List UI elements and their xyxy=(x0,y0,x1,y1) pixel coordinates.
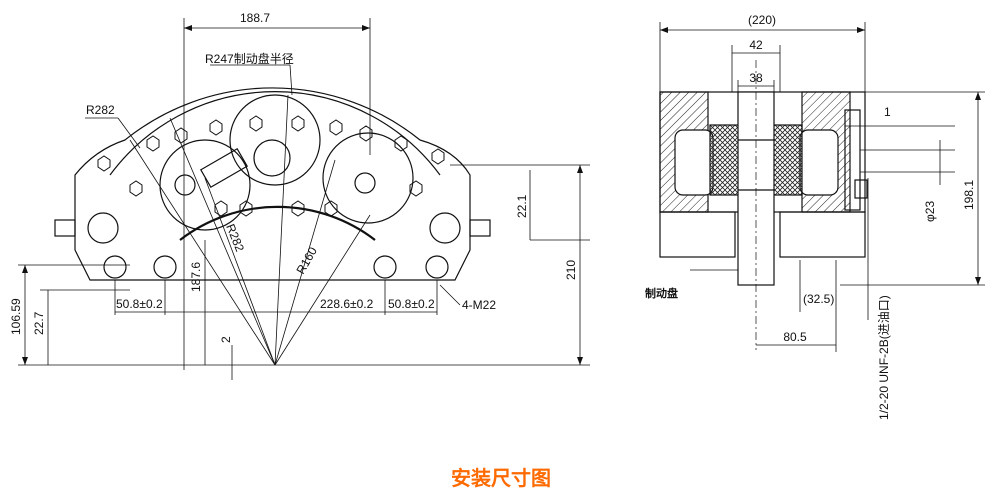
dim-188-7: 188.7 xyxy=(240,11,270,25)
caliper-inner-arc xyxy=(109,91,441,176)
dim-2: 2 xyxy=(219,336,233,343)
dim-22-7: 22.7 xyxy=(32,311,46,335)
bleed-left xyxy=(174,174,196,196)
pad-arc xyxy=(179,205,376,241)
dim-port: 1/2-20 UNF-2B(进油口) xyxy=(877,295,891,420)
guide-left xyxy=(87,212,119,244)
piston-left xyxy=(159,139,251,231)
dim-22-1: 22.1 xyxy=(515,194,529,218)
dim-187-6: 187.6 xyxy=(189,262,203,292)
dim-220: (220) xyxy=(748,13,776,27)
caliper-body-outline xyxy=(74,87,471,281)
dim-r282-inner: R282 xyxy=(223,222,247,254)
front-view-labels: 188.7 R247制动盘半径 R282 R282 R160 187.6 22.… xyxy=(9,11,578,343)
center-boss xyxy=(253,139,291,177)
side-view-labels: (220) 42 38 1 φ23 198.1 (32.5) 80.5 1/2-… xyxy=(645,13,976,420)
dim-1: 1 xyxy=(884,105,891,119)
bleed-right xyxy=(354,172,376,194)
piston-right xyxy=(322,132,414,224)
dim-phi23: φ23 xyxy=(923,201,937,222)
dim-42: 42 xyxy=(749,38,763,52)
dim-210: 210 xyxy=(564,260,578,280)
dim-50-8-left: 50.8±0.2 xyxy=(116,297,163,311)
guide-right xyxy=(429,212,461,244)
dim-80-5: 80.5 xyxy=(783,330,807,344)
dim-r160: R160 xyxy=(293,244,320,276)
side-view xyxy=(659,22,985,352)
mount-hole-1 xyxy=(103,255,127,279)
dim-106-59: 106.59 xyxy=(9,298,23,335)
caption-title: 安装尺寸图 xyxy=(451,466,551,490)
dim-r282-outer: R282 xyxy=(86,103,115,117)
dim-32-5: (32.5) xyxy=(803,292,834,306)
front-view xyxy=(18,18,590,380)
mount-hole-2 xyxy=(153,255,177,279)
dim-r247: R247制动盘半径 xyxy=(205,51,294,66)
sensor xyxy=(199,148,249,188)
hex-bolts xyxy=(97,115,445,217)
label-brake-disc: 制动盘 xyxy=(645,286,678,300)
dim-50-8-right: 50.8±0.2 xyxy=(388,297,435,311)
dim-228-6: 228.6±0.2 xyxy=(320,297,374,311)
mount-hole-3 xyxy=(373,255,397,279)
mount-hole-4 xyxy=(425,255,449,279)
dim-4-m22: 4-M22 xyxy=(462,298,496,312)
piston-center xyxy=(229,94,321,186)
dim-38: 38 xyxy=(749,71,763,85)
dim-198-1: 198.1 xyxy=(962,180,976,210)
